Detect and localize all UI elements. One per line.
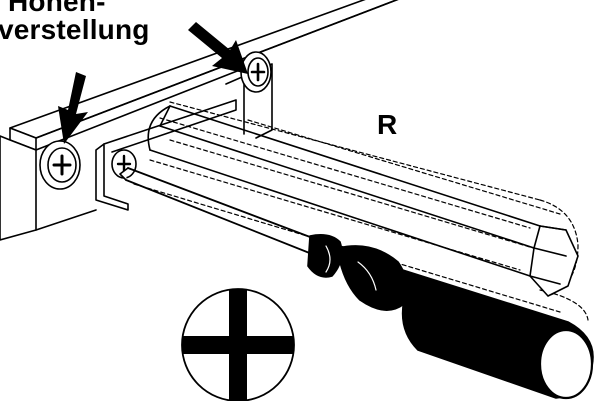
arrow-down-right-icon (188, 22, 248, 74)
phillips-screw-icon (39, 140, 81, 190)
screwdriver-hex-shaft (147, 105, 579, 297)
caption-line-1: Höhen- (8, 0, 106, 17)
caption-line-2: verstellung (0, 14, 150, 45)
phillips-cross-icon (181, 288, 295, 402)
screwdriver-blade (119, 167, 319, 255)
phillips-screw-icon (240, 51, 272, 93)
arrow-down-right-icon (58, 72, 88, 144)
screwdriver-label: R (377, 109, 398, 140)
screwdriver-handle (307, 234, 594, 400)
